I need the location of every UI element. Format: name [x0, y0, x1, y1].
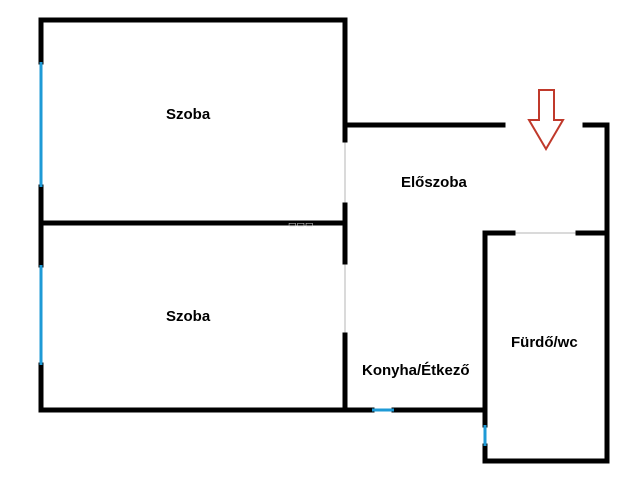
label-room-bottom: Szoba: [166, 308, 211, 325]
label-hall: Előszoba: [401, 174, 468, 191]
label-room-top: Szoba: [166, 106, 211, 123]
down-arrow-icon: [527, 89, 565, 151]
door-openings: [344, 140, 578, 335]
walls: [38, 17, 610, 464]
watermark: ▭▭▭: [288, 219, 314, 229]
label-bathroom: Fürdő/wc: [511, 334, 578, 351]
windows: [39, 62, 487, 446]
label-kitchen: Konyha/Étkező: [362, 362, 470, 379]
